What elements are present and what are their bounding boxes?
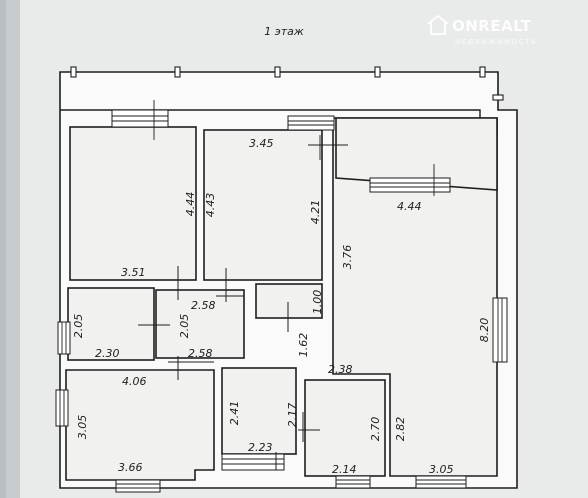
dim-small-room-height: 2.05	[72, 314, 85, 339]
floor-title: 1 этаж	[264, 25, 304, 38]
dim-room-sw-bottom: 3.66	[118, 461, 143, 474]
boundary-tick	[174, 66, 181, 78]
watermark-logo: ONREALT НЕДВИЖИМОСТЬ	[427, 14, 538, 46]
window-south-entry	[221, 453, 285, 471]
dim-corridor-top: 2.58	[191, 299, 216, 312]
boundary-tick	[70, 66, 77, 78]
window-hall-north	[369, 164, 451, 196]
room-small-west	[67, 287, 155, 361]
room-terrace-ne	[335, 117, 498, 191]
dim-bedroom-nw-height: 4.44	[184, 192, 197, 217]
dim-hall-width: 4.44	[397, 200, 422, 213]
boundary-tick	[492, 94, 504, 101]
dim-bath-bottom: 2.14	[332, 463, 357, 476]
window-south-mid	[335, 475, 371, 489]
dim-corridor-bottom: 2.58	[188, 347, 213, 360]
window-west-lower	[55, 389, 69, 427]
boundary-tick	[374, 66, 381, 78]
window-east	[492, 297, 508, 363]
room-corridor	[155, 289, 245, 359]
dim-vestibule-height: 2.41	[228, 401, 241, 426]
dim-passage-height: 1.62	[297, 333, 310, 358]
door-marks	[138, 266, 320, 470]
paper-edge-shadow	[6, 0, 20, 498]
dim-room-sw-top: 4.06	[122, 375, 147, 388]
dim-bath-height-left: 2.17	[286, 403, 299, 428]
room-vestibule	[221, 367, 297, 455]
dim-closet-height: 1.00	[311, 290, 324, 315]
window-south-left	[115, 479, 161, 493]
watermark-tagline: НЕДВИЖИМОСТЬ	[455, 38, 538, 46]
window-north-mid	[287, 115, 348, 160]
dim-room-se-width: 3.05	[429, 463, 454, 476]
room-bath	[304, 379, 386, 477]
dim-room-mid-right: 4.21	[309, 200, 322, 225]
dim-bedroom-nw-top: 3.45	[249, 137, 274, 150]
room-southwest	[65, 369, 215, 481]
room-closet	[255, 283, 323, 319]
watermark-brand: ONREALT	[452, 17, 532, 35]
window-west-upper	[57, 321, 71, 355]
boundary-tick	[274, 66, 281, 78]
room-bedroom-nw	[69, 126, 197, 281]
dim-room-mid-left: 4.43	[204, 193, 217, 218]
dim-vestibule-width: 2.23	[248, 441, 273, 454]
dim-bath-width: 2.38	[328, 363, 353, 376]
dim-bath-height-right: 2.70	[369, 417, 382, 442]
dim-hall-upper: 3.76	[341, 245, 354, 270]
room-bedroom-north	[203, 129, 323, 281]
boundary-tick	[479, 66, 486, 78]
dim-corridor-height: 2.05	[178, 314, 191, 339]
dim-room-se-height: 2.82	[394, 417, 407, 442]
window-north-left	[111, 100, 169, 140]
window-south-right	[415, 475, 467, 489]
dim-room-sw-height: 3.05	[76, 415, 89, 440]
dim-bedroom-nw-width: 3.51	[121, 266, 146, 279]
dim-hall-full: 8.20	[478, 318, 491, 343]
dim-small-room-width: 2.30	[95, 347, 120, 360]
